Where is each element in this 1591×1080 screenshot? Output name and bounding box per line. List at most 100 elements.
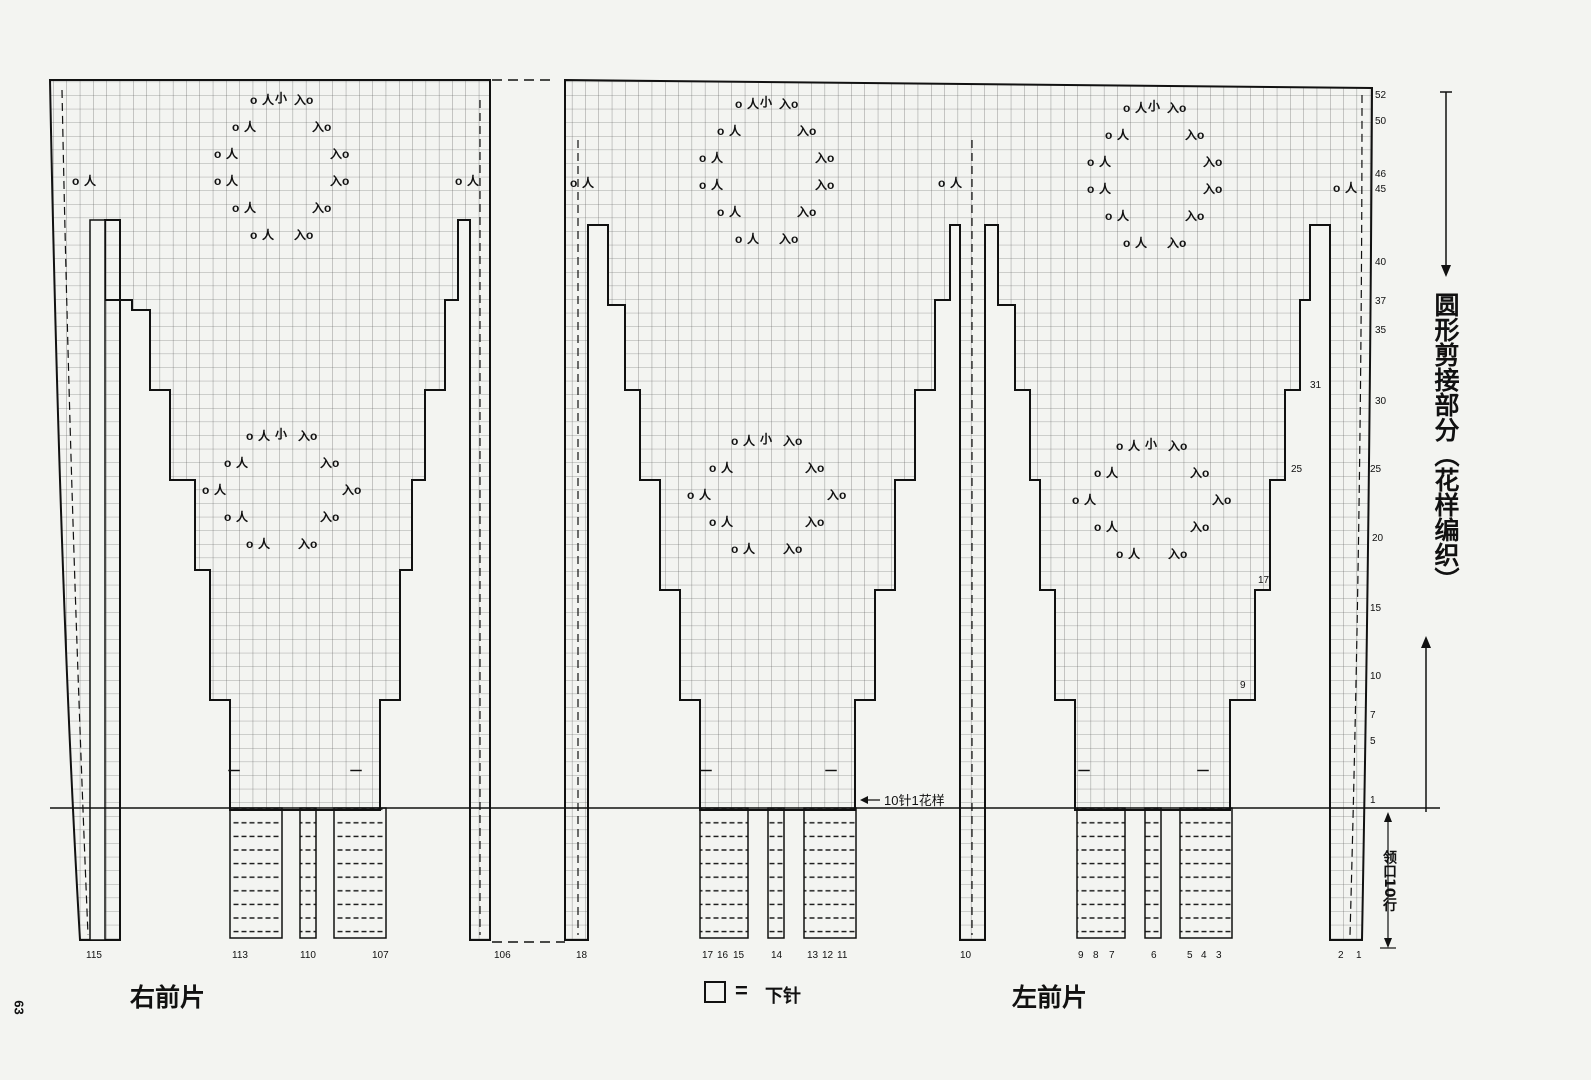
decrease-symbol: 入 (815, 178, 827, 192)
row-number: 52 (1375, 90, 1387, 101)
decrease-symbol: 人 (226, 146, 239, 161)
left-front-rib-1 (699, 807, 749, 939)
decrease-symbol: 入 (805, 515, 817, 529)
decrease-symbol: 入 (294, 93, 306, 107)
purl-symbol: 一 (1197, 764, 1209, 778)
decrease-symbol: 人 (214, 482, 227, 497)
yarn-over-symbol: o (1087, 182, 1094, 196)
decrease-symbol: 人 (721, 514, 734, 529)
stitch-number: 17 (702, 950, 714, 961)
yarn-over-symbol: o (827, 178, 834, 192)
decrease-symbol: 入 (1185, 128, 1197, 142)
right-front-edge-dash (61, 89, 89, 936)
left-front-rib-5 (1144, 807, 1162, 939)
decrease-symbol: 入 (298, 429, 310, 443)
decrease-symbol: 人 (1135, 100, 1148, 115)
decrease-symbol: 人 (1345, 180, 1358, 195)
yarn-over-symbol: o (1197, 209, 1204, 223)
center-decrease-symbol: 小 (1145, 436, 1157, 451)
yarn-over-symbol: o (731, 542, 738, 556)
yarn-over-symbol: o (795, 434, 802, 448)
yarn-over-symbol: o (570, 176, 577, 190)
left-front-rib-2 (767, 807, 785, 939)
row-number: 5 (1370, 736, 1376, 747)
left-front-right-dash (1349, 94, 1363, 936)
right-front-title: 右前片 (130, 983, 206, 1012)
yarn-over-symbol: o (735, 97, 742, 111)
panel-join (492, 79, 565, 943)
decrease-symbol: 人 (747, 96, 760, 111)
yarn-over-symbol: o (795, 542, 802, 556)
stitch-number: 7 (1109, 950, 1115, 961)
decrease-symbol: 人 (1106, 465, 1119, 480)
decrease-symbol: 入 (1168, 547, 1180, 561)
decrease-symbol: 人 (262, 92, 275, 107)
stitch-number: 9 (1078, 950, 1084, 961)
stitch-number: 11 (837, 950, 848, 961)
yarn-over-symbol: o (1224, 493, 1231, 507)
yarn-over-symbol: o (306, 93, 313, 107)
yarn-over-symbol: o (1105, 209, 1112, 223)
yarn-over-symbol: o (324, 201, 331, 215)
yarn-over-symbol: o (354, 483, 361, 497)
center-decrease-symbol: 小 (760, 94, 772, 109)
yarn-over-symbol: o (1123, 101, 1130, 115)
yarn-over-symbol: o (224, 456, 231, 470)
decrease-symbol: 入 (298, 537, 310, 551)
decrease-symbol: 人 (1117, 127, 1130, 142)
decrease-symbol: 入 (294, 228, 306, 242)
stitch-number: 3 (1216, 950, 1222, 961)
decrease-symbol: 人 (1099, 154, 1112, 169)
repeat-marker: 10针1花样 (860, 793, 945, 808)
pattern-knit-text: （花样编织） (1431, 442, 1460, 592)
yarn-over-symbol: o (1215, 182, 1222, 196)
yarn-over-symbol: o (938, 176, 945, 190)
decrease-symbol: 人 (747, 231, 760, 246)
stitch-number: 6 (1151, 950, 1157, 961)
right-front-panel (48, 79, 491, 941)
center-decrease-symbol: 小 (760, 431, 772, 446)
stitch-number: 13 (807, 950, 819, 961)
yarn-over-symbol: o (791, 97, 798, 111)
row-number: 25 (1370, 464, 1382, 475)
yarn-over-symbol: o (1105, 128, 1112, 142)
legend-equals: = (735, 978, 748, 1003)
decrease-symbol: 人 (1135, 235, 1148, 250)
knit-symbol-square (704, 981, 726, 1003)
row-number: 45 (1375, 184, 1387, 195)
yarn-over-symbol: o (809, 205, 816, 219)
center-decrease-symbol: 小 (275, 90, 287, 105)
yarn-over-symbol: o (1215, 155, 1222, 169)
decrease-symbol: 入 (1168, 439, 1180, 453)
decrease-symbol: 人 (950, 175, 963, 190)
center-decrease-symbol: 小 (1148, 98, 1160, 113)
decrease-symbol: 入 (312, 120, 324, 134)
center-decrease-symbol: 小 (275, 426, 287, 441)
yarn-over-symbol: o (342, 174, 349, 188)
yarn-over-symbol: o (1116, 547, 1123, 561)
stitch-number: 107 (372, 950, 389, 961)
decrease-symbol: 入 (1203, 182, 1215, 196)
yarn-over-symbol: o (310, 429, 317, 443)
page-number: 63 (11, 1000, 27, 1015)
yarn-over-symbol: o (214, 174, 221, 188)
yarn-over-symbol: o (709, 461, 716, 475)
decrease-symbol: 入 (1167, 101, 1179, 115)
yarn-over-symbol: o (455, 174, 462, 188)
stitch-number: 113 (232, 950, 248, 961)
yarn-over-symbol: o (839, 488, 846, 502)
purl-symbol: 一 (350, 764, 362, 778)
row-number: 7 (1370, 710, 1376, 721)
decrease-symbol: 人 (1128, 438, 1141, 453)
stitch-number: 18 (576, 950, 588, 961)
decrease-symbol: 人 (711, 150, 724, 165)
decrease-symbol: 入 (320, 456, 332, 470)
yarn-over-symbol: o (1123, 236, 1130, 250)
yarn-over-symbol: o (246, 429, 253, 443)
decrease-symbol: 入 (779, 97, 791, 111)
round-graft-label: 圆形剪接部分（花样编织） (1431, 292, 1462, 592)
yarn-over-symbol: o (246, 537, 253, 551)
